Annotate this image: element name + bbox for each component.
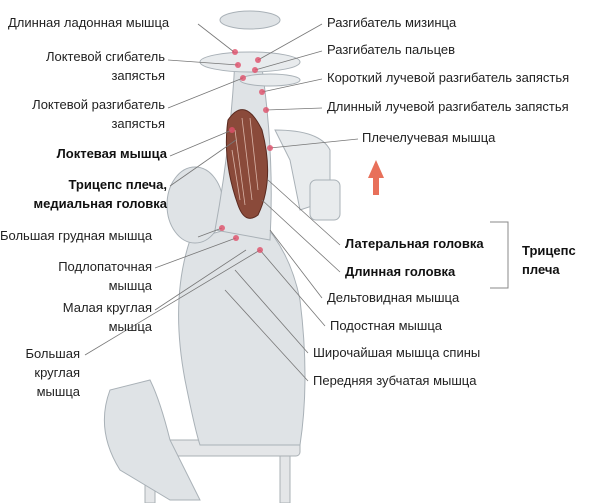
- label-lateral-head: Латеральная головка: [345, 236, 484, 251]
- attachment-markers: [219, 49, 273, 253]
- label-ecrl: Длинный лучевой разгибатель запястья: [327, 99, 569, 114]
- label-teres-major: Большая круглая мышца: [25, 344, 80, 401]
- label-line: медиальная головка: [33, 196, 167, 211]
- label-line: Трицепс: [522, 243, 576, 258]
- label-serratus-anterior: Передняя зубчатая мышца: [313, 373, 477, 388]
- label-line: Малая круглая: [62, 300, 152, 315]
- label-extensor-digitorum: Разгибатель пальцев: [327, 42, 456, 57]
- up-arrow-icon: [368, 160, 384, 195]
- label-long-head: Длинная головка: [345, 264, 456, 279]
- label-triceps-medial-head: Трицепс плеча, медиальная головка: [34, 175, 167, 213]
- label-line: запястья: [111, 68, 165, 83]
- label-triceps-group: Трицепс плеча: [522, 241, 576, 279]
- label-brachioradialis: Плечелучевая мышца: [362, 130, 496, 145]
- label-subscapularis: Подлопаточная мышца: [58, 257, 152, 295]
- triceps-muscle: [225, 109, 269, 219]
- label-line: запястья: [111, 116, 165, 131]
- label-line: плеча: [522, 262, 560, 277]
- label-deltoid: Дельтовидная мышца: [327, 290, 460, 305]
- label-line: Подлопаточная: [58, 259, 152, 274]
- label-ecrb: Короткий лучевой разгибатель запястья: [327, 70, 570, 85]
- muscle-fibers: [231, 117, 259, 206]
- label-extensor-carpi-ulnaris: Локтевой разгибатель запястья: [32, 95, 165, 133]
- label-line: мышца: [108, 319, 152, 334]
- label-anconeus: Локтевая мышца: [56, 146, 167, 161]
- label-palmaris-longus: Длинная ладонная мышца: [8, 15, 170, 30]
- label-teres-minor: Малая круглая мышца: [63, 298, 152, 336]
- label-latissimus: Широчайшая мышца спины: [313, 345, 481, 360]
- label-line: Локтевой сгибатель: [45, 49, 165, 64]
- label-line: мышца: [36, 384, 80, 399]
- label-line: Большая: [25, 346, 80, 361]
- label-infraspinatus: Подостная мышца: [330, 318, 443, 333]
- label-line: Трицепс плеча,: [68, 177, 167, 192]
- label-pectoralis-major: Большая грудная мышца: [0, 228, 153, 243]
- label-line: Локтевой разгибатель: [32, 97, 165, 112]
- label-extensor-digiti-minimi: Разгибатель мизинца: [327, 15, 457, 30]
- label-line: мышца: [108, 278, 152, 293]
- label-line: круглая: [34, 365, 80, 380]
- label-flexor-carpi-ulnaris: Локтевой сгибатель запястья: [46, 47, 165, 85]
- triceps-bracket: [490, 221, 509, 289]
- leader-lines: [84, 23, 359, 382]
